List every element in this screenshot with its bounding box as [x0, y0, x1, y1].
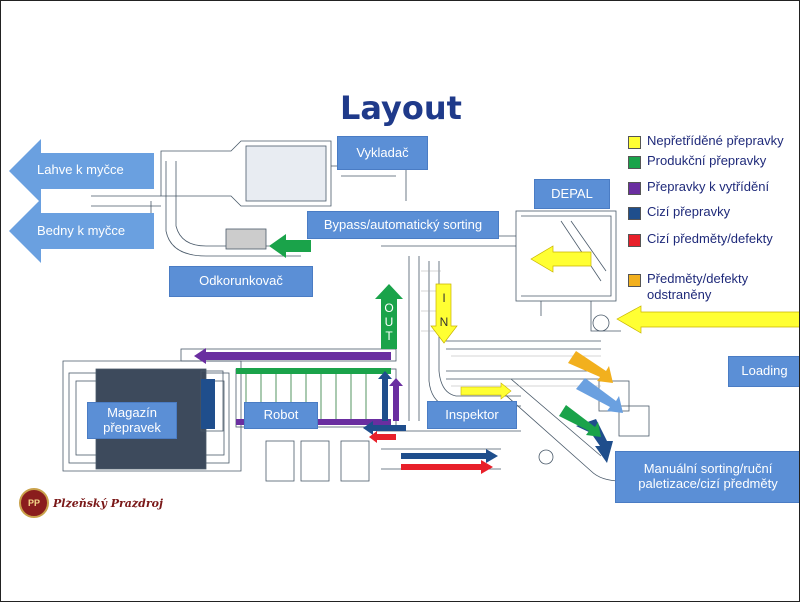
legend-swatch	[628, 156, 641, 169]
flow-arrow-red-bottom	[401, 460, 493, 474]
legend-label: Nepřetříděné přepravky	[647, 133, 784, 149]
in-letter: I	[435, 291, 453, 305]
out-letter: T	[380, 329, 398, 343]
arrow-bedny-k-mycce: Bedny k myčce	[9, 199, 154, 263]
legend-label: Cizí předměty/defekty	[647, 231, 773, 247]
flow-arrow-green-left	[269, 234, 311, 258]
plzensky-prazdroj-logo: PP Plzeňský Prazdroj	[19, 488, 163, 518]
logo-seal-icon: PP	[19, 488, 49, 518]
in-label: I N	[435, 291, 453, 329]
flow-arrow-loading	[617, 306, 800, 333]
legend-swatch	[628, 234, 641, 247]
box-magazin-line2: přepravek	[103, 421, 161, 436]
legend-item: Cizí přepravky	[628, 204, 730, 222]
legend-label: Předměty/defekty	[647, 271, 748, 287]
legend-label-group: Předměty/defekty odstraněny	[647, 271, 748, 304]
box-manual-sorting: Manuální sorting/ruční paletizace/cizí p…	[615, 451, 800, 503]
legend-item: Přepravky k vytřídění	[628, 179, 769, 197]
flow-arrow-red-left	[369, 431, 396, 443]
out-label: O U T	[380, 301, 398, 343]
box-manual-line2: paletizace/cizí předměty	[638, 477, 777, 492]
arrow-bedny-label: Bedny k myčce	[37, 223, 125, 238]
box-depal: DEPAL	[534, 179, 610, 209]
box-inspektor: Inspektor	[427, 401, 517, 429]
box-magazin: Magazín přepravek	[87, 402, 177, 439]
out-letter: U	[380, 315, 398, 329]
box-magazin-line1: Magazín	[107, 406, 157, 421]
logo-text: Plzeňský Prazdroj	[53, 497, 163, 510]
legend-label: Přepravky k vytřídění	[647, 179, 769, 195]
out-letter: O	[380, 301, 398, 315]
flow-arrow-depal	[531, 246, 591, 272]
legend-swatch	[628, 207, 641, 220]
legend-label-line2: odstraněny	[647, 287, 748, 303]
legend-swatch	[628, 274, 641, 287]
box-bypass: Bypass/automatický sorting	[307, 211, 499, 239]
box-robot: Robot	[244, 402, 318, 429]
legend-swatch	[628, 136, 641, 149]
box-manual-line1: Manuální sorting/ruční	[644, 462, 773, 477]
legend-item: Cizí předměty/defekty	[628, 231, 773, 249]
legend-item: Nepřetříděné přepravky	[628, 133, 784, 151]
flow-arrow-purple-up	[389, 378, 403, 421]
legend-item: Produkční přepravky	[628, 153, 766, 171]
arrow-lahve-label: Lahve k myčce	[37, 162, 124, 177]
flow-arrow-blue-diagonal	[576, 378, 623, 413]
flow-arrow-blue-bottom	[401, 449, 498, 463]
in-letter: N	[435, 315, 453, 329]
legend-label: Produkční přepravky	[647, 153, 766, 169]
legend-label: Cizí přepravky	[647, 204, 730, 220]
flow-arrow-yellow-small	[461, 383, 511, 399]
arrow-lahve-k-mycce: Lahve k myčce	[9, 139, 154, 203]
box-loading: Loading	[728, 356, 800, 387]
box-vykladac: Vykladač	[337, 136, 428, 170]
legend-item: Předměty/defekty odstraněny	[628, 271, 748, 309]
legend-swatch	[628, 182, 641, 195]
flow-arrow-purple-top	[194, 348, 391, 364]
flow-arrow-blue-up	[378, 371, 392, 421]
box-odkorunkovac: Odkorunkovač	[169, 266, 313, 297]
